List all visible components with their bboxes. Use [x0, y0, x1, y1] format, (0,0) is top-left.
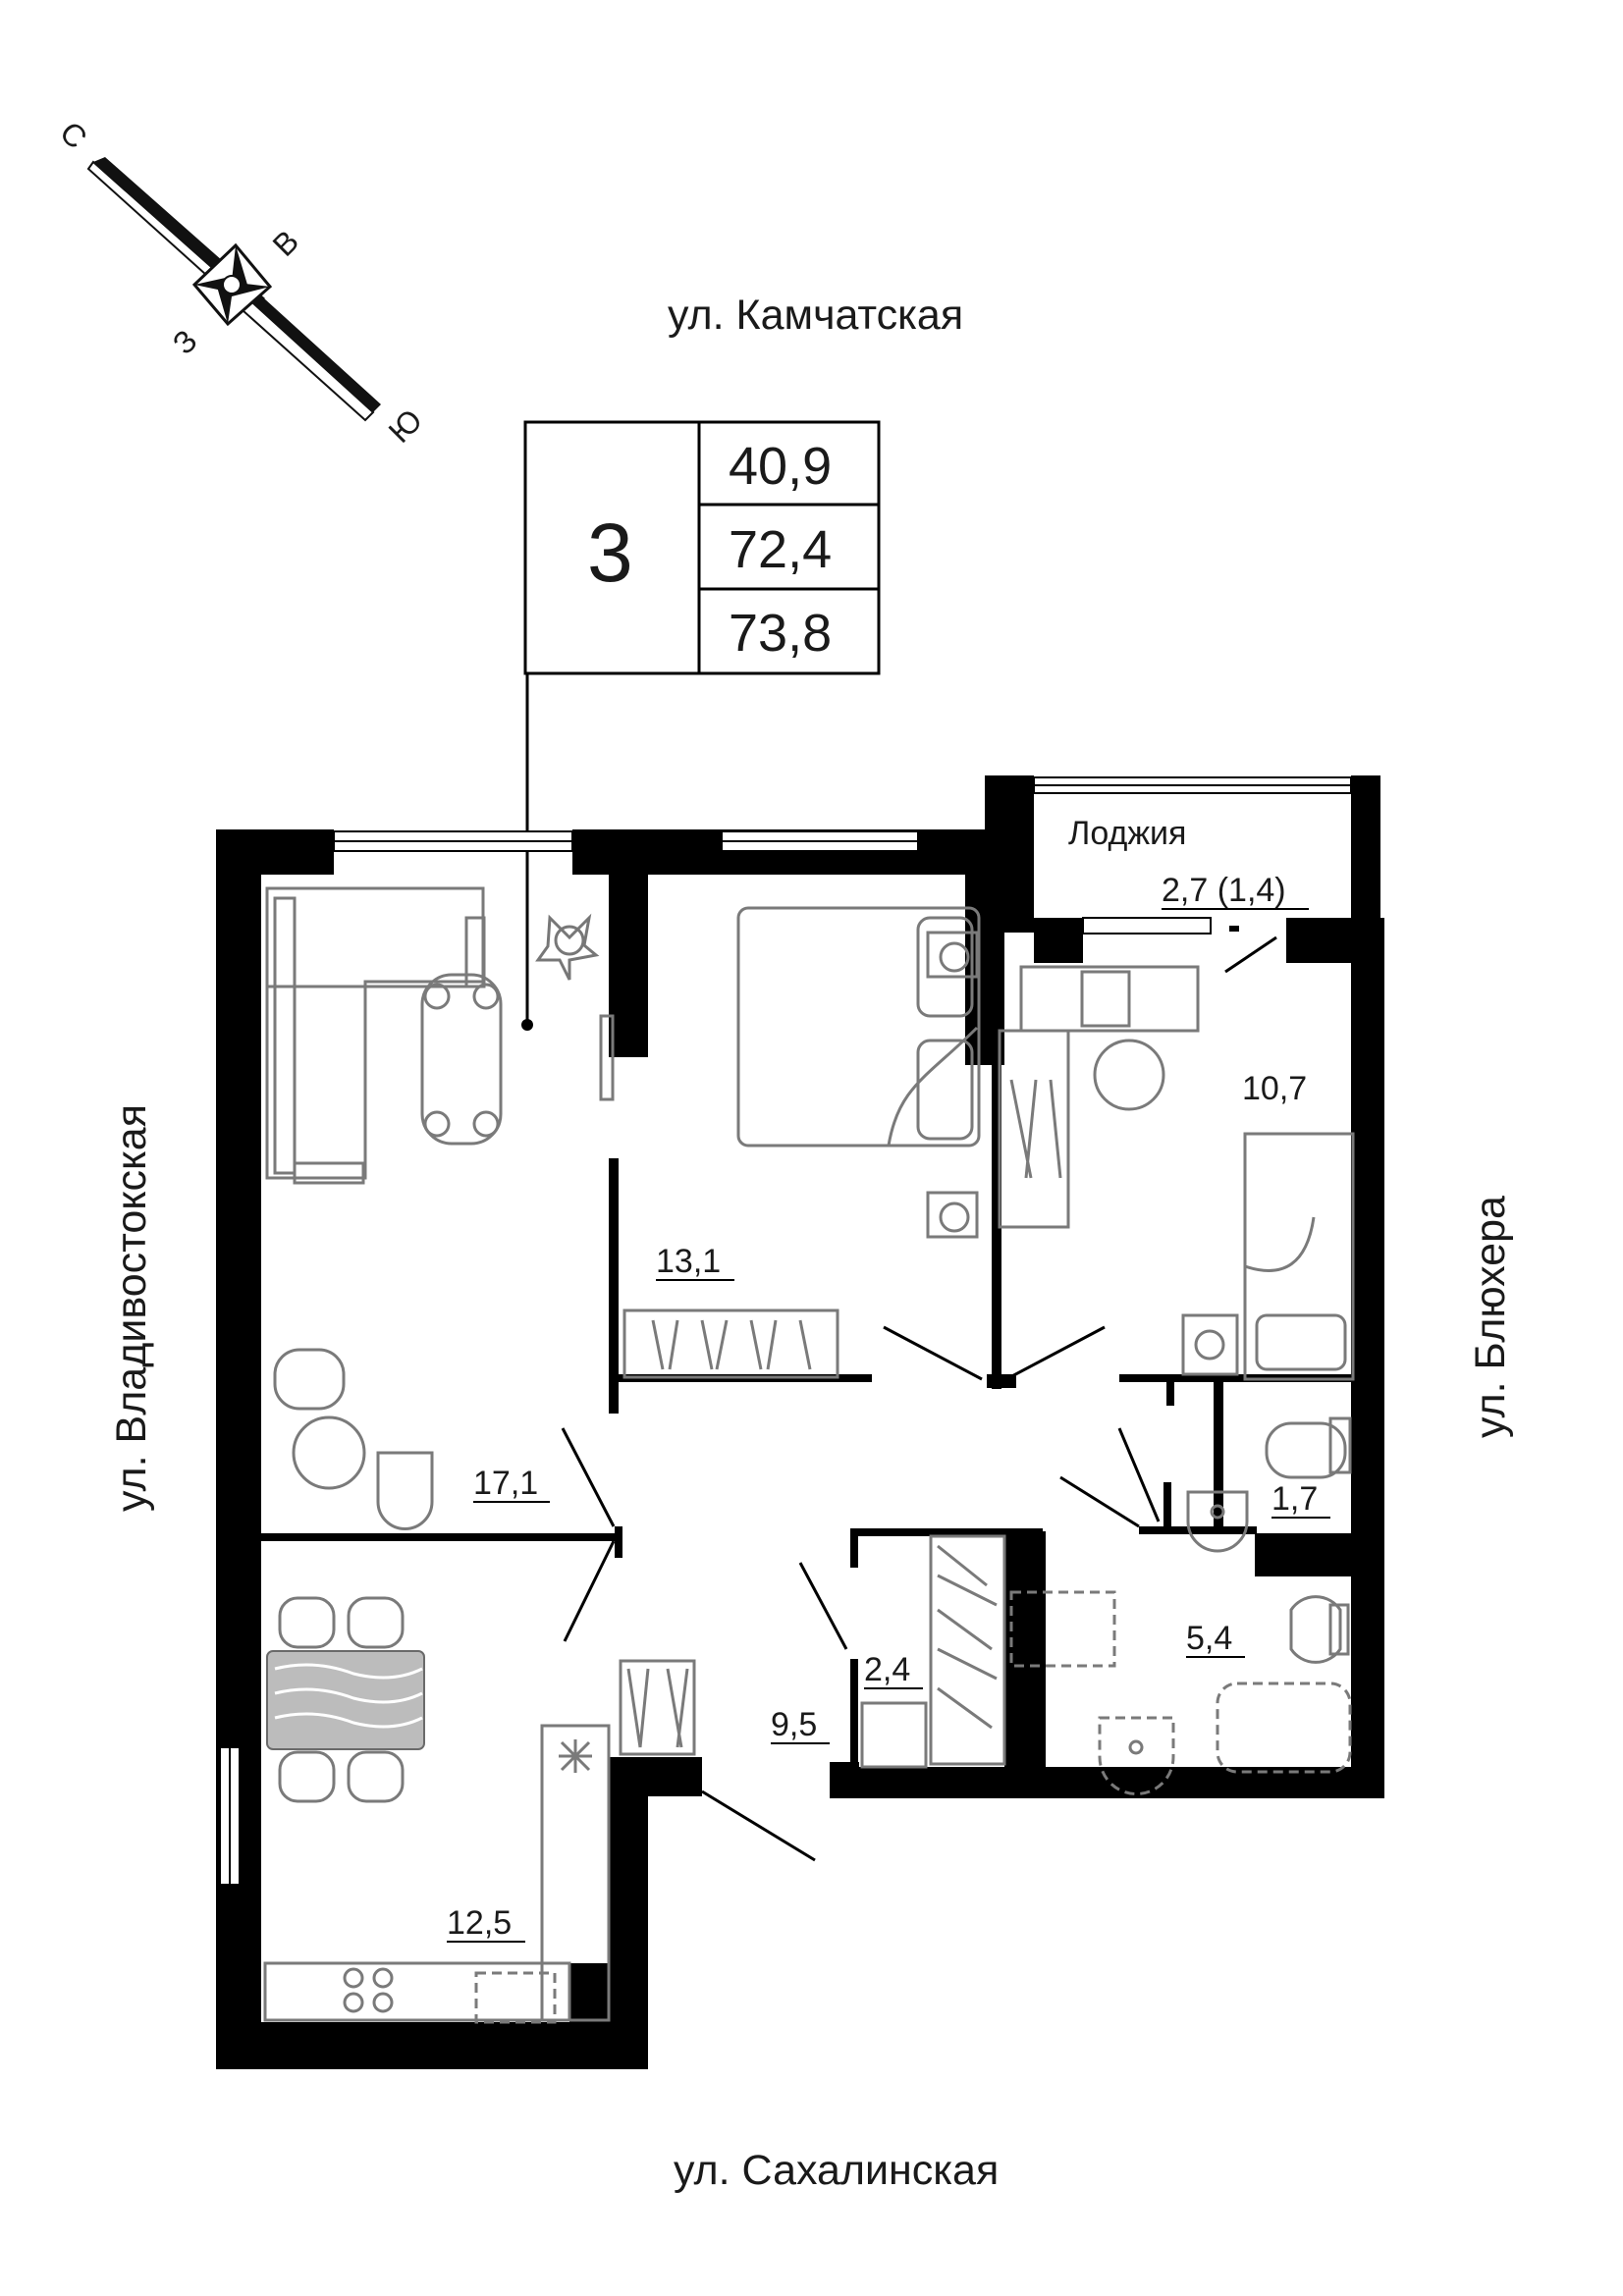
apartment-summary-box [521, 420, 881, 1031]
loggia-label: Лоджия [1068, 815, 1186, 852]
compass-east-label: В [266, 223, 306, 263]
street-west: ул. Владивостокская [108, 1104, 155, 1512]
street-south: ул. Сахалинская [674, 2147, 999, 2194]
bedroom-1-area: 13,1 [656, 1243, 721, 1280]
wardrobe-area: 2,4 [864, 1651, 910, 1688]
total-with-loggia-value: 73,8 [729, 604, 832, 663]
bedroom-2-furniture [998, 965, 1355, 1381]
room-count: 3 [587, 507, 633, 599]
street-north: ул. Камчатская [668, 292, 963, 339]
doors [561, 935, 1277, 1862]
living-area-value: 40,9 [729, 437, 832, 496]
bedroom-1-furniture [622, 906, 981, 1379]
street-east: ул. Блюхера [1467, 1196, 1514, 1438]
plant-icon [535, 913, 600, 981]
bedroom-2-area: 10,7 [1242, 1070, 1307, 1107]
interior-walls [261, 1050, 1355, 1791]
wardrobe-furniture [860, 1534, 1006, 1769]
living-room-furniture [265, 886, 615, 1530]
total-area-value: 72,4 [729, 520, 832, 579]
hall-furniture [619, 1659, 696, 1756]
wc-area: 1,7 [1271, 1480, 1318, 1518]
compass-north-label: С [53, 115, 94, 156]
hall-area: 9,5 [771, 1706, 817, 1743]
exterior-walls [216, 775, 1384, 2069]
kitchen-area: 12,5 [447, 1904, 512, 1942]
compass-rose-icon [86, 157, 381, 422]
living-room-area: 17,1 [473, 1465, 538, 1502]
wc-fixtures [1186, 1416, 1352, 1553]
compass-south-label: Ю [382, 402, 429, 450]
loggia-area: 2,7 (1,4) [1162, 872, 1286, 909]
compass-west-label: З [166, 323, 204, 361]
windows [219, 776, 1352, 1886]
bathroom-fixtures [1009, 1590, 1352, 1795]
bathroom-area: 5,4 [1186, 1620, 1232, 1657]
kitchen-furniture [263, 1596, 611, 2024]
